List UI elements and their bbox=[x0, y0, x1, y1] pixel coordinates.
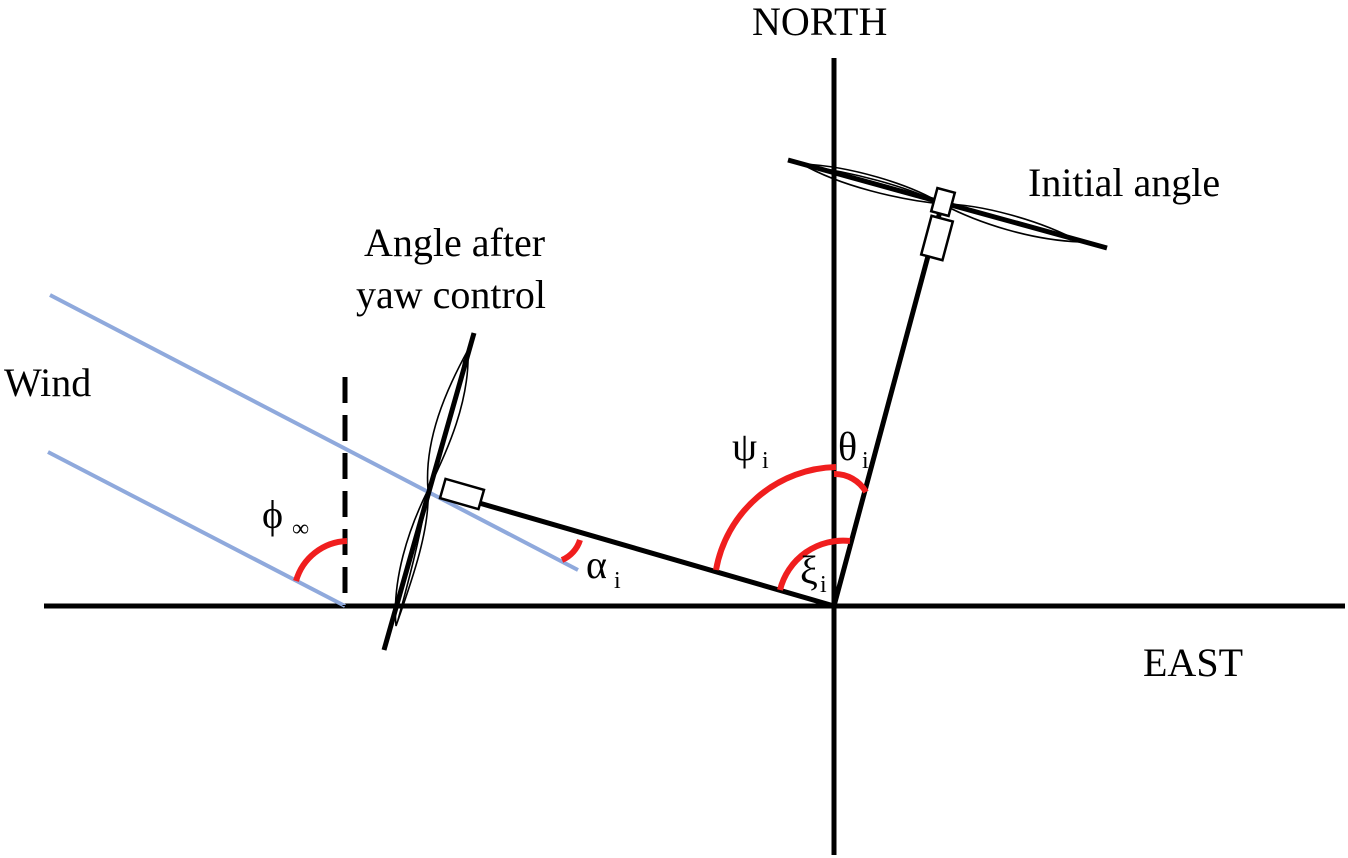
yawed-turbine-nacelle bbox=[438, 477, 486, 511]
after-yaw-label-line1: Angle after bbox=[364, 220, 545, 265]
phi-angle-arc bbox=[293, 538, 348, 582]
yawed-turbine-arm bbox=[461, 495, 835, 609]
xi-subscript: i bbox=[820, 572, 827, 598]
psi-angle-label: ψ i bbox=[732, 424, 769, 474]
alpha-angle-arc bbox=[560, 538, 583, 563]
theta-symbol: θ bbox=[838, 424, 857, 469]
initial-turbine-hub bbox=[929, 186, 957, 218]
phi-subscript: ∞ bbox=[292, 516, 309, 542]
theta-subscript: i bbox=[862, 448, 869, 474]
phi-symbol: ϕ bbox=[262, 492, 283, 537]
psi-angle-arc bbox=[713, 464, 837, 571]
yawed-turbine-blade-lower bbox=[394, 486, 429, 627]
east-label: EAST bbox=[1143, 640, 1243, 685]
wind-label: Wind bbox=[4, 360, 91, 405]
theta-angle-arc bbox=[833, 470, 869, 494]
initial-turbine-blade-left-inner bbox=[805, 165, 943, 205]
north-label: NORTH bbox=[752, 0, 887, 44]
phi-angle-label: ϕ ∞ bbox=[262, 492, 309, 542]
after-yaw-label-line2: yaw control bbox=[356, 272, 546, 317]
xi-angle-arc bbox=[777, 537, 851, 591]
wind-line-upper bbox=[49, 293, 579, 572]
initial-turbine-nacelle bbox=[919, 214, 955, 262]
alpha-angle-label: α i bbox=[586, 542, 621, 594]
theta-angle-label: θ i bbox=[838, 424, 869, 474]
yawed-turbine bbox=[381, 332, 486, 651]
alpha-symbol: α bbox=[586, 542, 607, 587]
xi-angle-label: ξ i bbox=[800, 548, 827, 598]
initial-turbine-blade-right bbox=[941, 203, 1081, 243]
alpha-subscript: i bbox=[614, 568, 621, 594]
initial-turbine-blade-right-inner bbox=[941, 203, 1079, 241]
initial-angle-label: Initial angle bbox=[1028, 160, 1220, 205]
yawed-turbine-blade-upper-inner bbox=[427, 359, 465, 491]
initial-turbine-arm bbox=[831, 203, 945, 607]
psi-subscript: i bbox=[762, 448, 769, 474]
yawed-turbine-blade-lower-inner bbox=[397, 489, 429, 621]
psi-symbol: ψ bbox=[732, 424, 757, 469]
initial-turbine bbox=[787, 157, 1108, 262]
xi-symbol: ξ bbox=[800, 548, 818, 593]
